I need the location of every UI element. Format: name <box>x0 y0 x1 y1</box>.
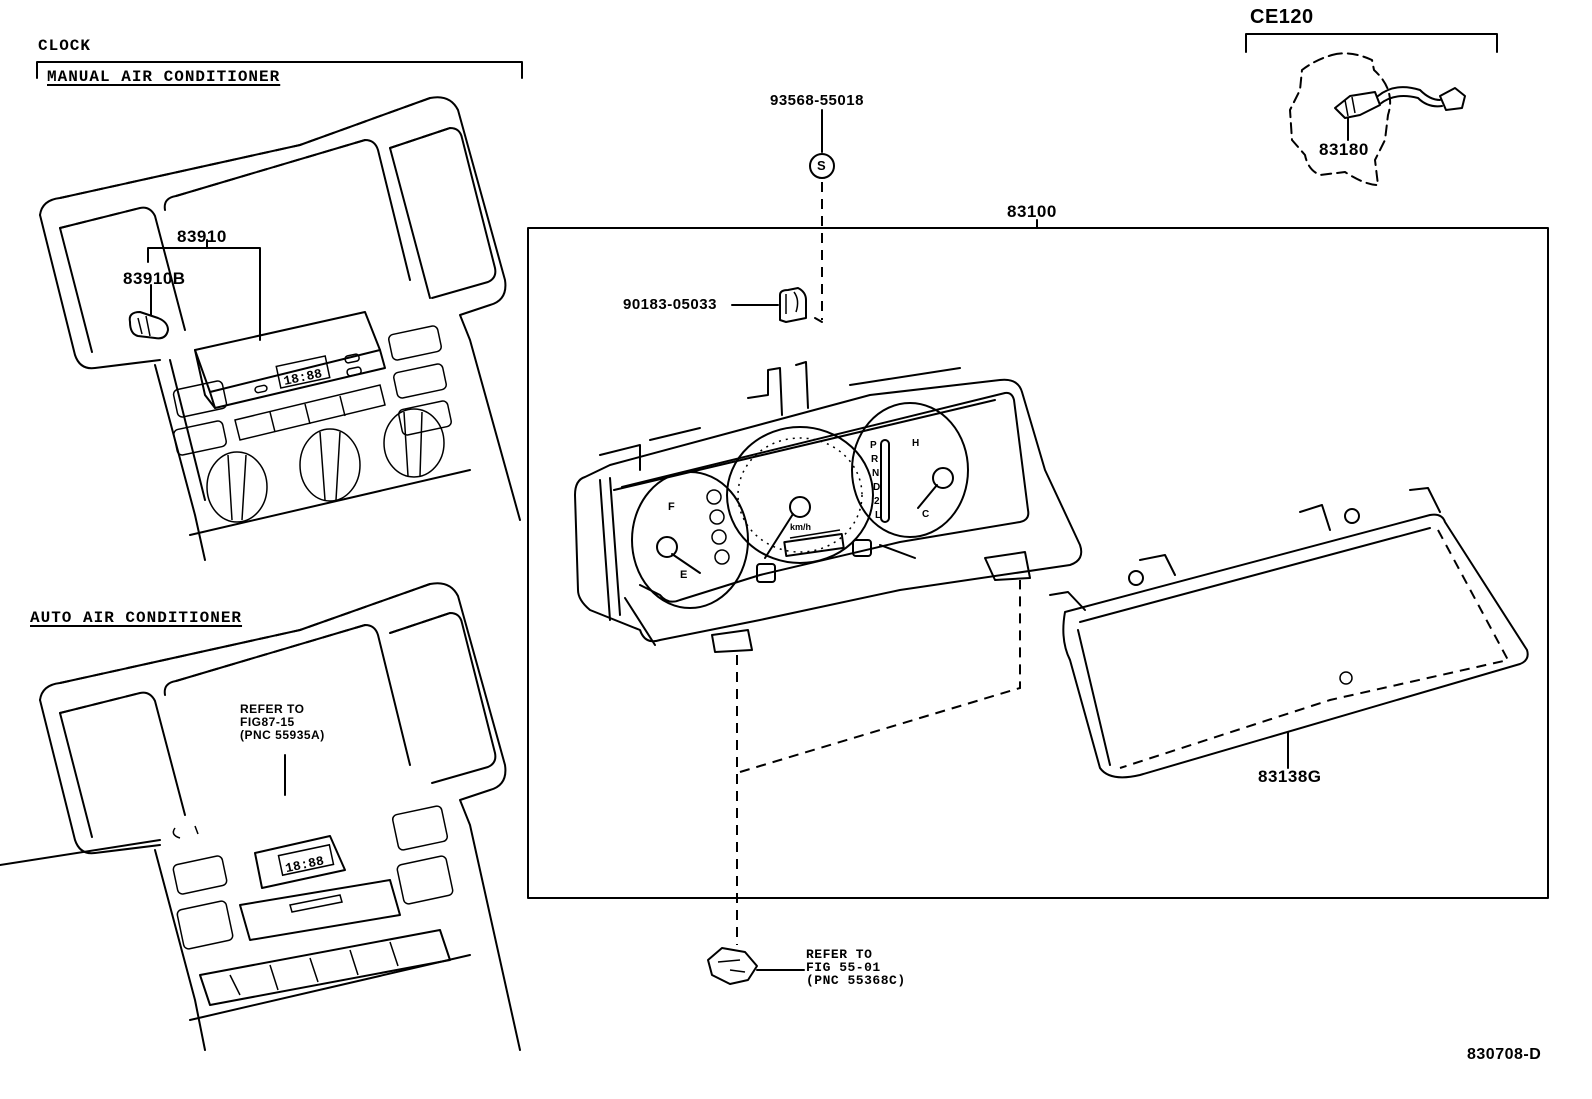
shift-r: R <box>871 454 879 465</box>
manual-ac-dashboard <box>39 96 521 561</box>
shift-l: L <box>875 510 881 521</box>
ref-line-2: FIG87-15 <box>240 715 295 729</box>
screw-symbol: S <box>817 158 827 173</box>
nut-part <box>731 287 807 323</box>
shift-n: N <box>872 468 879 479</box>
screw-leader <box>809 109 835 323</box>
part-label-93568-55018[interactable]: 93568-55018 <box>770 92 864 109</box>
bracket-dashed-connectors <box>736 580 1021 945</box>
clock-bulb-part <box>128 311 169 340</box>
figure-id: 830708-D <box>1467 1046 1542 1063</box>
part-label-83180[interactable]: 83180 <box>1319 140 1369 159</box>
temp-cold-mark: C <box>922 509 929 520</box>
clock-group-bracket <box>36 61 523 79</box>
shift-2: 2 <box>874 496 880 507</box>
meter-assy-box <box>527 219 1549 899</box>
auto-ac-dashboard: 18:88 <box>0 582 521 1051</box>
meter-glass-part <box>1049 487 1529 779</box>
part-label-83910b[interactable]: 83910B <box>123 269 186 288</box>
ce120-heading: CE120 <box>1250 6 1314 28</box>
fuel-full-mark: F <box>668 501 675 513</box>
auto-ac-heading: AUTO AIR CONDITIONER <box>30 609 243 627</box>
fuel-empty-mark: E <box>680 569 687 581</box>
combination-meter: F E km/h H C P R N D 2 L <box>574 361 1083 653</box>
shift-p: P <box>870 440 877 451</box>
speed-sensor-part <box>1289 52 1466 186</box>
auto-ac-reference[interactable]: REFER TO FIG87-15 (PNC 55935A) <box>240 703 325 742</box>
speed-unit: km/h <box>790 522 811 532</box>
bracket-part <box>707 947 805 985</box>
ref-line-2: FIG 55-01 <box>806 960 881 975</box>
ref-line-1: REFER TO <box>806 947 873 962</box>
clock-display-auto: 18:88 <box>284 853 325 876</box>
clock-section-title: CLOCK <box>38 37 92 55</box>
part-label-83910[interactable]: 83910 <box>177 227 227 246</box>
ref-line-3: (PNC 55935A) <box>240 728 325 742</box>
part-label-83138g[interactable]: 83138G <box>1258 767 1322 786</box>
ref-line-1: REFER TO <box>240 702 305 716</box>
clock-leader-lines <box>147 239 261 341</box>
ce120-bracket <box>1245 33 1498 53</box>
part-label-90183-05033[interactable]: 90183-05033 <box>623 296 717 313</box>
clock-unit-manual: 18:88 <box>194 311 386 409</box>
ref-line-3: (PNC 55368C) <box>806 973 906 988</box>
shift-d: D <box>873 482 880 493</box>
clock-display-manual: 18:88 <box>282 366 323 389</box>
temp-hot-mark: H <box>912 438 919 449</box>
part-label-83100[interactable]: 83100 <box>1007 202 1057 221</box>
manual-ac-heading: MANUAL AIR CONDITIONER <box>47 68 281 86</box>
bracket-reference[interactable]: REFER TO FIG 55-01 (PNC 55368C) <box>806 948 906 987</box>
